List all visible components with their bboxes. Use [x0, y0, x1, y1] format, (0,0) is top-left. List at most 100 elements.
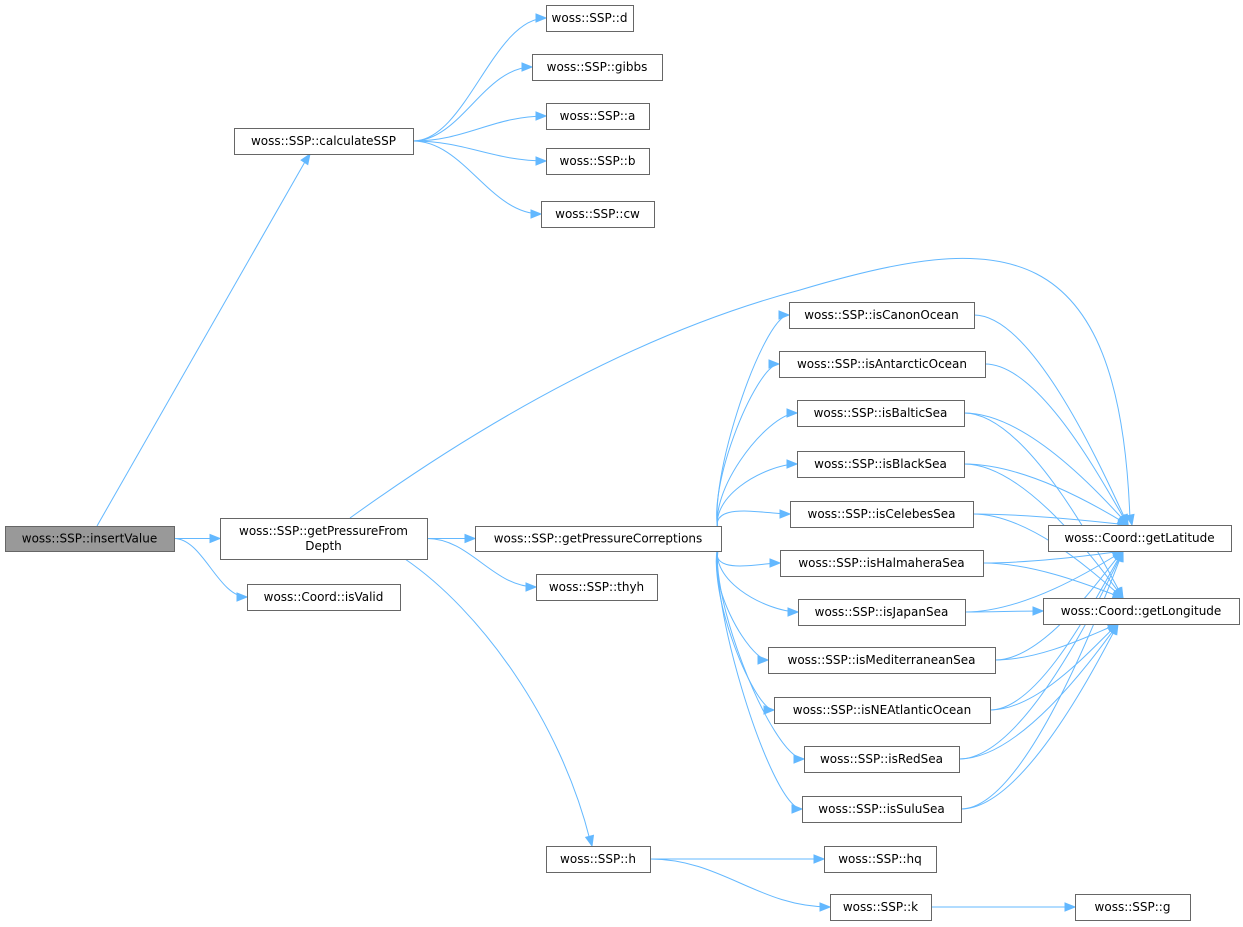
- node-label: woss::Coord::getLongitude: [1061, 604, 1222, 618]
- node-label: woss::SSP::isHalmaheraSea: [798, 556, 964, 570]
- node-label: woss::SSP::calculateSSP: [251, 134, 396, 148]
- arrowhead-icon: [786, 408, 799, 418]
- edge-calculate-ssp-to-b: [412, 140, 548, 166]
- node-label: woss::SSP::insertValue: [22, 532, 157, 546]
- node-label: woss::SSP::isBalticSea: [814, 406, 948, 420]
- arrowhead-icon: [300, 152, 311, 166]
- edge-get-pressure-correptions-to-is-mediterranean-sea: [715, 538, 770, 665]
- arrowhead-icon: [793, 754, 806, 764]
- edge-is-japan-sea-to-get-longitude: [964, 606, 1045, 616]
- edge-get-pressure-from-depth-to-h: [404, 558, 595, 848]
- arrowhead-icon: [786, 459, 799, 469]
- edge-calculate-ssp-to-a: [412, 111, 548, 142]
- node-insert-value[interactable]: woss::SSP::insertValue: [5, 526, 175, 552]
- node-label: woss::SSP::cw: [555, 207, 640, 221]
- node-is-canon-ocean[interactable]: woss::SSP::isCanonOcean: [789, 302, 975, 329]
- node-is-valid[interactable]: woss::Coord::isValid: [247, 584, 401, 611]
- arrowhead-icon: [763, 705, 776, 715]
- node-is-antarctic-ocean[interactable]: woss::SSP::isAntarcticOcean: [779, 351, 986, 378]
- node-is-celebes-sea[interactable]: woss::SSP::isCelebesSea: [790, 501, 974, 528]
- edge-get-pressure-correptions-to-is-halmahera-sea: [716, 538, 782, 568]
- node-label: Depth: [305, 539, 342, 553]
- edge-insert-value-to-calculate-ssp: [96, 152, 311, 527]
- node-is-halmahera-sea[interactable]: woss::SSP::isHalmaheraSea: [780, 550, 984, 577]
- node-is-red-sea[interactable]: woss::SSP::isRedSea: [804, 746, 960, 773]
- arrowhead-icon: [209, 533, 222, 544]
- node-label: woss::Coord::getLatitude: [1064, 531, 1214, 545]
- arrowhead-icon: [1064, 902, 1077, 912]
- edge-h-to-hq: [650, 854, 826, 864]
- edges: [96, 13, 1135, 912]
- node-label: woss::SSP::k: [843, 900, 918, 914]
- arrowhead-icon: [530, 209, 543, 219]
- node-hq[interactable]: woss::SSP::hq: [824, 846, 937, 873]
- edge-is-red-sea-to-get-longitude: [958, 622, 1119, 760]
- arrowhead-icon: [535, 13, 548, 23]
- arrowhead-icon: [757, 655, 770, 665]
- node-is-japan-sea[interactable]: woss::SSP::isJapanSea: [798, 599, 966, 626]
- arrowhead-icon: [535, 111, 548, 121]
- node-label: woss::SSP::g: [1095, 900, 1171, 914]
- arrowhead-icon: [813, 854, 826, 864]
- arrowhead-icon: [236, 592, 249, 602]
- arrowhead-icon: [778, 310, 791, 320]
- edge-h-to-k: [649, 858, 832, 912]
- node-k[interactable]: woss::SSP::k: [830, 894, 932, 921]
- edge-get-pressure-correptions-to-is-canon-ocean: [716, 310, 791, 539]
- edge-is-sulu-sea-to-get-longitude: [960, 622, 1119, 810]
- node-label: woss::SSP::a: [560, 109, 636, 123]
- node-d[interactable]: woss::SSP::d: [546, 5, 634, 32]
- edge-k-to-g: [930, 902, 1077, 912]
- node-get-latitude[interactable]: woss::Coord::getLatitude: [1048, 525, 1232, 552]
- node-label: woss::SSP::isAntarcticOcean: [797, 357, 967, 371]
- node-cw[interactable]: woss::SSP::cw: [541, 201, 655, 228]
- node-label: woss::SSP::d: [552, 11, 628, 25]
- node-a[interactable]: woss::SSP::a: [546, 103, 650, 130]
- edge-calculate-ssp-to-cw: [412, 140, 543, 219]
- edge-get-pressure-from-depth-to-get-latitude: [349, 257, 1135, 527]
- edge-calculate-ssp-to-gibbs: [412, 62, 534, 142]
- node-is-black-sea[interactable]: woss::SSP::isBlackSea: [797, 451, 965, 478]
- edge-get-pressure-correptions-to-is-baltic-sea: [716, 408, 799, 539]
- arrowhead-icon: [1032, 606, 1045, 616]
- node-is-mediterranean-sea[interactable]: woss::SSP::isMediterraneanSea: [768, 647, 996, 674]
- node-b[interactable]: woss::SSP::b: [546, 148, 650, 175]
- edge-insert-value-to-get-pressure-from-depth: [174, 533, 222, 544]
- node-label: woss::SSP::isRedSea: [820, 752, 943, 766]
- edge-calculate-ssp-to-d: [412, 13, 548, 142]
- arrowhead-icon: [584, 834, 595, 848]
- node-h[interactable]: woss::SSP::h: [546, 846, 651, 873]
- edge-get-pressure-correptions-to-is-celebes-sea: [716, 509, 792, 539]
- node-thyh[interactable]: woss::SSP::thyh: [536, 574, 658, 601]
- node-label: woss::SSP::isCanonOcean: [804, 308, 959, 322]
- arrowhead-icon: [1125, 513, 1135, 527]
- node-g[interactable]: woss::SSP::g: [1075, 894, 1191, 921]
- node-get-longitude[interactable]: woss::Coord::getLongitude: [1043, 598, 1240, 625]
- arrowhead-icon: [521, 62, 534, 72]
- node-label: woss::SSP::gibbs: [547, 60, 648, 74]
- node-label: woss::SSP::isBlackSea: [814, 457, 947, 471]
- node-is-baltic-sea[interactable]: woss::SSP::isBalticSea: [797, 400, 965, 427]
- node-label: woss::SSP::isSuluSea: [818, 802, 944, 816]
- node-is-neatlantic-ocean[interactable]: woss::SSP::isNEAtlanticOcean: [774, 697, 991, 724]
- arrowhead-icon: [769, 558, 782, 568]
- node-label: woss::SSP::isMediterraneanSea: [788, 653, 976, 667]
- node-calculate-ssp[interactable]: woss::SSP::calculateSSP: [234, 128, 414, 155]
- arrowhead-icon: [819, 902, 832, 912]
- arrowhead-icon: [464, 533, 477, 544]
- edge-get-pressure-correptions-to-is-neatlantic-ocean: [716, 538, 776, 715]
- arrowhead-icon: [779, 509, 792, 519]
- nodes: woss::SSP::insertValue woss::SSP::getPres…: [5, 5, 1240, 921]
- edge-get-pressure-correptions-to-is-black-sea: [716, 459, 799, 539]
- node-gibbs[interactable]: woss::SSP::gibbs: [532, 54, 663, 81]
- arrowhead-icon: [1114, 549, 1124, 563]
- arrowhead-icon: [787, 607, 800, 617]
- node-label: woss::SSP::isNEAtlanticOcean: [793, 703, 971, 717]
- arrowhead-icon: [1108, 622, 1119, 636]
- node-label: woss::SSP::isCelebesSea: [808, 507, 956, 521]
- node-get-pressure-correptions[interactable]: woss::SSP::getPressureCorreptions: [475, 526, 722, 552]
- edge-insert-value-to-is-valid: [173, 538, 249, 602]
- node-is-sulu-sea[interactable]: woss::SSP::isSuluSea: [802, 796, 962, 823]
